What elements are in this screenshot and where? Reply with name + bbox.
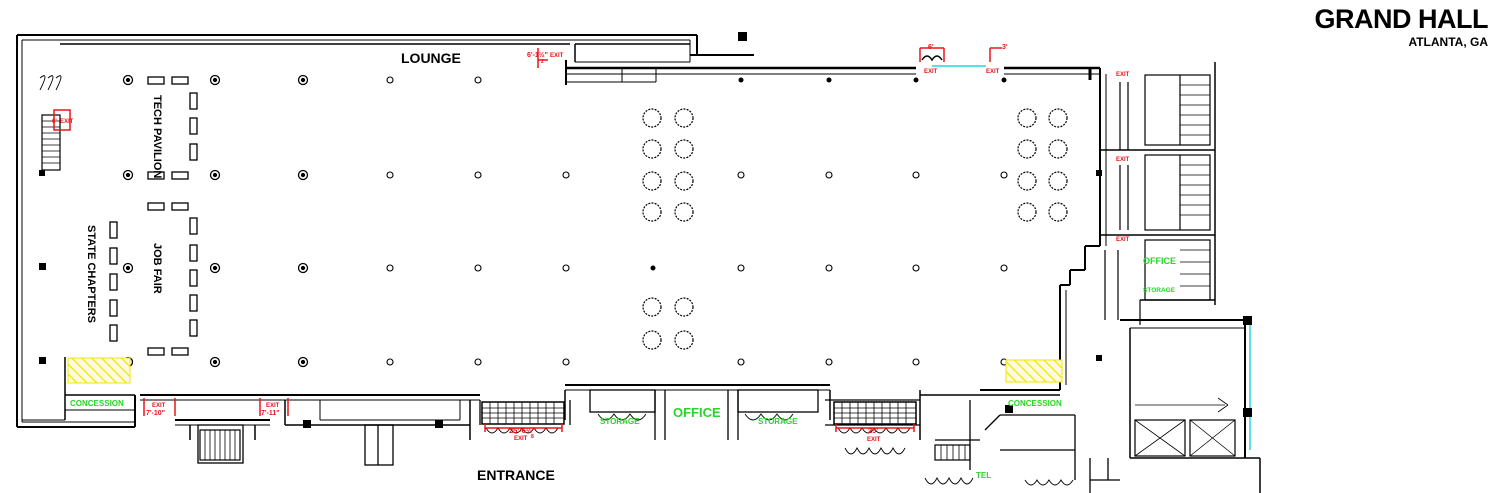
storage-2-label: STORAGE bbox=[758, 417, 798, 426]
exit-south1-label: EXIT bbox=[152, 403, 166, 409]
storage-1-label: STORAGE bbox=[600, 417, 640, 426]
booths bbox=[109, 76, 198, 356]
exterior-walls bbox=[16, 34, 1261, 493]
office-east-label: OFFICE bbox=[1143, 256, 1176, 266]
venue-title: GRAND HALL bbox=[1314, 4, 1489, 34]
stairs bbox=[41, 62, 1236, 461]
venue-location: ATLANTA, GA bbox=[1408, 35, 1488, 49]
exit-north1-label: EXIT bbox=[924, 69, 938, 75]
exit-top-label: EXIT bbox=[550, 53, 564, 59]
exit-top-dim: 6'-1½" bbox=[527, 51, 548, 59]
columns bbox=[39, 32, 1252, 428]
tech-pavilion-label: TECH PAVILION bbox=[151, 95, 163, 178]
exit-south1-dim: 7'-10" bbox=[146, 410, 165, 417]
banquet-tables bbox=[642, 108, 1068, 350]
concession-west-label: CONCESSION bbox=[70, 399, 124, 408]
exit-south2-dim: 7'-11" bbox=[261, 410, 280, 417]
exit-east3-label: EXIT bbox=[1116, 237, 1130, 243]
exit-east1-label: EXIT bbox=[1116, 72, 1130, 78]
exit-south3-dim: 25' bbox=[868, 426, 878, 435]
job-fair-label: JOB FAIR bbox=[151, 243, 163, 294]
exit-east2-label: EXIT bbox=[1116, 157, 1130, 163]
state-chapters-label: STATE CHAPTERS bbox=[85, 225, 97, 323]
exit-entrance-label: EXIT bbox=[514, 436, 528, 442]
concession-areas bbox=[67, 357, 1063, 384]
exit-north2-dim: 3' bbox=[1002, 44, 1008, 51]
exit-entrance-dim: 25'-6½" bbox=[509, 426, 536, 435]
exit-markers bbox=[53, 47, 1002, 432]
exit-entrance-dim-b: 8 bbox=[531, 434, 534, 440]
glass-walls bbox=[932, 65, 1251, 450]
exit-south2-label: EXIT bbox=[266, 403, 280, 409]
exit-north2-label: EXIT bbox=[986, 69, 1000, 75]
office-main-label: OFFICE bbox=[673, 405, 721, 420]
green-room-labels: OFFICE OFFICE STORAGE STORAGE STORAGE CO… bbox=[70, 256, 1176, 480]
lounge-label: LOUNGE bbox=[401, 50, 461, 66]
south-partitions bbox=[197, 389, 1120, 493]
exit-west-label: EXIT bbox=[60, 119, 74, 125]
title-block: GRAND HALL ATLANTA, GA bbox=[1314, 4, 1489, 50]
exit-west-dim: 6' bbox=[52, 119, 57, 125]
tel-label: TEL bbox=[976, 471, 991, 480]
entrance-label: ENTRANCE bbox=[477, 467, 555, 483]
concession-east-label: CONCESSION bbox=[1008, 399, 1062, 408]
exit-north1-dim: 6' bbox=[928, 44, 934, 51]
exit-south3-label: EXIT bbox=[867, 437, 881, 443]
exit-top-dim-b: 2 bbox=[541, 59, 544, 65]
zone-labels: LOUNGE ENTRANCE TECH PAVILION JOB FAIR S… bbox=[85, 50, 555, 483]
exit-labels: EXIT 6' EXIT 6'-1½" 2 EXIT 6' EXIT 3' EX… bbox=[52, 44, 1130, 443]
storage-east-label: STORAGE bbox=[1143, 287, 1176, 294]
